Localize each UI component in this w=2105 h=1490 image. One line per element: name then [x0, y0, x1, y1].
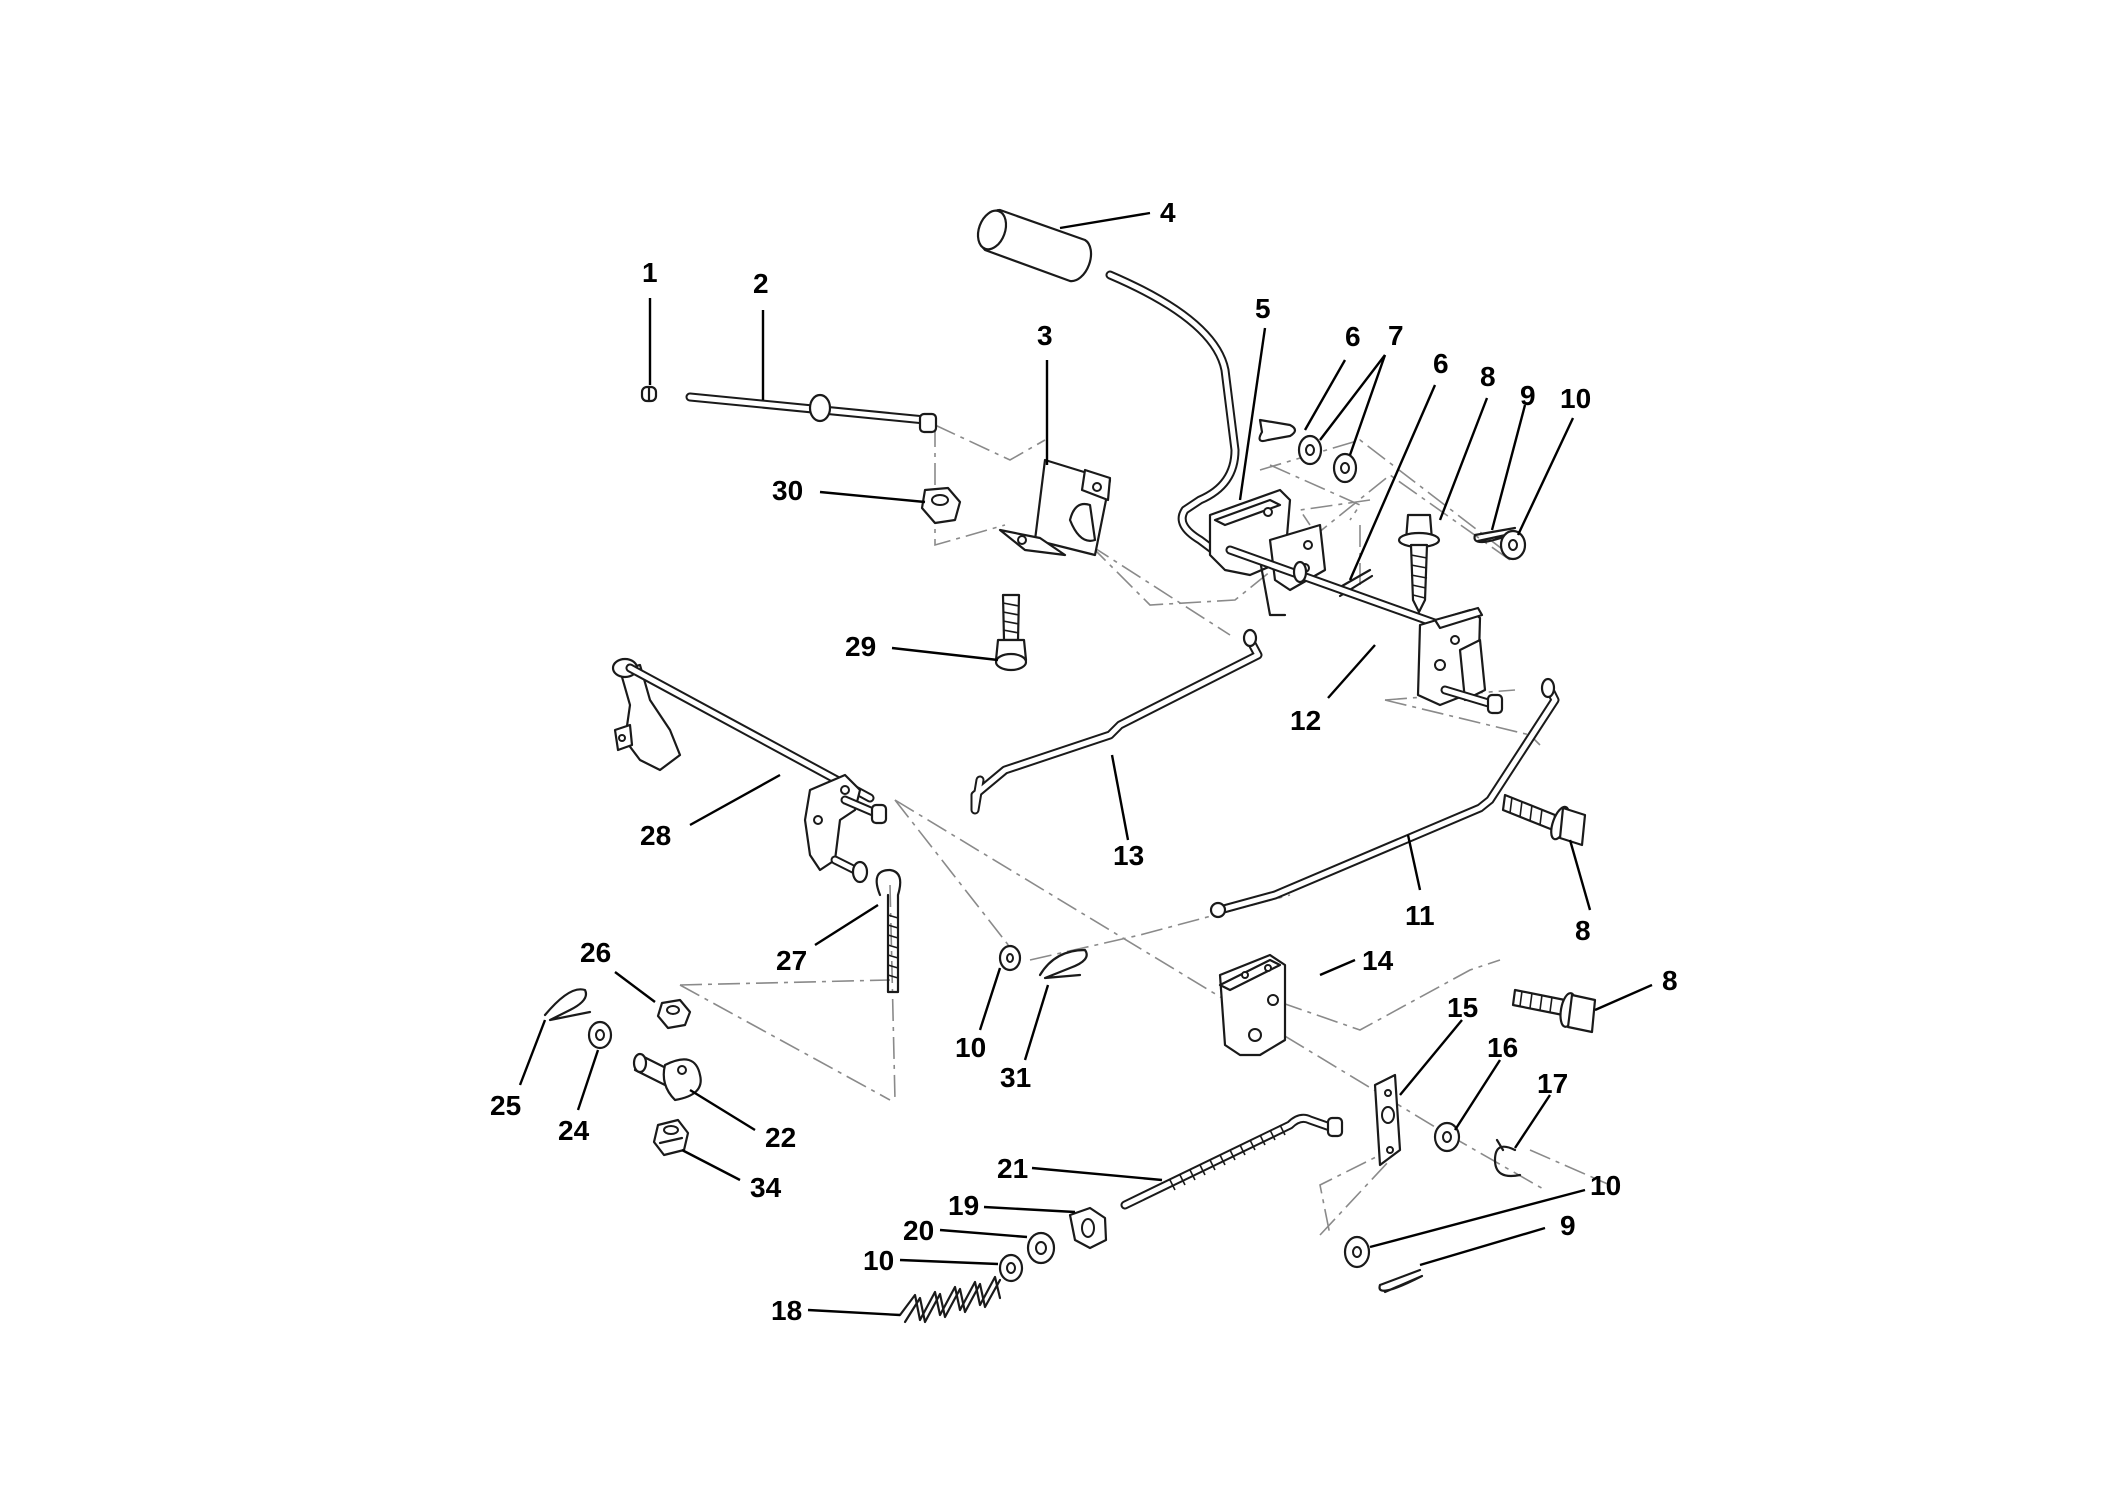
callout-10a: 10: [1560, 383, 1591, 414]
callout-19: 19: [948, 1190, 979, 1221]
shoulder-bolt-29-part: [994, 593, 1028, 672]
hex-nut-26-part: [656, 998, 692, 1030]
callout-12: 12: [1290, 705, 1321, 736]
callout-1: 1: [642, 257, 658, 288]
adjuster-rod-21-part: [1120, 1113, 1344, 1210]
callout-11: 11: [1405, 900, 1435, 931]
callout-34: 34: [750, 1172, 782, 1203]
cotter-pin-9b-part: [1378, 1268, 1424, 1294]
callout-10c: 10: [863, 1245, 894, 1276]
cross-shaft-12-part: [1225, 545, 1504, 715]
mount-bracket-part: [998, 458, 1112, 557]
callout-3: 3: [1037, 320, 1053, 351]
hex-nut-19-part: [1068, 1206, 1108, 1250]
washer-pair-part: [1297, 434, 1358, 484]
pivot-bracket-14-part: [1218, 953, 1287, 1057]
callout-7: 7: [1388, 320, 1404, 351]
callout-20: 20: [903, 1215, 934, 1246]
handle-lever-part: [976, 208, 1240, 560]
callout-6b: 6: [1433, 348, 1449, 379]
lift-rod-part: [685, 392, 938, 434]
callout-labels: 1 2 3 4 5 6 7 6 8 9 10 30 29 12 13 28 11…: [490, 197, 1678, 1326]
callout-26: 26: [580, 937, 611, 968]
washer-20-part: [1026, 1231, 1056, 1265]
cotter-pin-6a-part: [1258, 418, 1297, 443]
callout-2: 2: [753, 268, 769, 299]
hairpin-clip-25-part: [543, 988, 592, 1022]
hook-bolt-27-part: [875, 868, 902, 994]
callout-30: 30: [772, 475, 803, 506]
spring-18-part: [898, 1275, 1002, 1324]
e-clip-17-part: [1493, 1138, 1522, 1178]
washer-10d-part: [1343, 1235, 1371, 1269]
pin-end-cap-part: [640, 385, 658, 403]
callout-25: 25: [490, 1090, 521, 1121]
callout-8c: 8: [1662, 965, 1678, 996]
flange-bolt-8c-part: [1511, 988, 1597, 1034]
callout-17: 17: [1537, 1068, 1568, 1099]
callout-10d: 10: [1590, 1170, 1621, 1201]
callout-6a: 6: [1345, 321, 1361, 352]
rear-lift-shaft-28-part: [611, 657, 888, 884]
washer-16-part: [1433, 1121, 1461, 1153]
parts: [543, 208, 1597, 1324]
callout-18: 18: [771, 1295, 802, 1326]
washer-24-part: [587, 1020, 613, 1050]
hex-lock-nut-30-part: [920, 486, 962, 525]
callout-15: 15: [1447, 992, 1478, 1023]
callout-8b: 8: [1575, 915, 1591, 946]
washer-10b-part: [998, 944, 1022, 972]
callout-22: 22: [765, 1122, 796, 1153]
callout-8a: 8: [1480, 361, 1496, 392]
callout-28: 28: [640, 820, 671, 851]
flange-bolt-8a-part: [1397, 513, 1441, 614]
callout-29: 29: [845, 631, 876, 662]
callout-9a: 9: [1520, 380, 1536, 411]
callout-14: 14: [1362, 945, 1394, 976]
callout-13: 13: [1113, 840, 1144, 871]
leader-lines: [518, 211, 1653, 1317]
callout-4: 4: [1160, 197, 1176, 228]
lock-nut-34-part: [652, 1118, 690, 1157]
callout-21: 21: [997, 1153, 1028, 1184]
plate-15-part: [1373, 1073, 1402, 1167]
callout-24: 24: [558, 1115, 590, 1146]
link-rod-13-part: [970, 628, 1263, 815]
callout-31: 31: [1000, 1062, 1031, 1093]
trunnion-22-part: [632, 1052, 702, 1102]
washer-10c-part: [998, 1253, 1024, 1283]
callout-9b: 9: [1560, 1210, 1576, 1241]
callout-10b: 10: [955, 1032, 986, 1063]
callout-16: 16: [1487, 1032, 1518, 1063]
flange-bolt-8b-part: [1501, 793, 1587, 847]
callout-27: 27: [776, 945, 807, 976]
callout-5: 5: [1255, 293, 1271, 324]
washer-10a-part: [1499, 529, 1527, 561]
hairpin-clip-31-part: [1038, 948, 1088, 980]
link-rod-11-part: [1209, 677, 1560, 919]
